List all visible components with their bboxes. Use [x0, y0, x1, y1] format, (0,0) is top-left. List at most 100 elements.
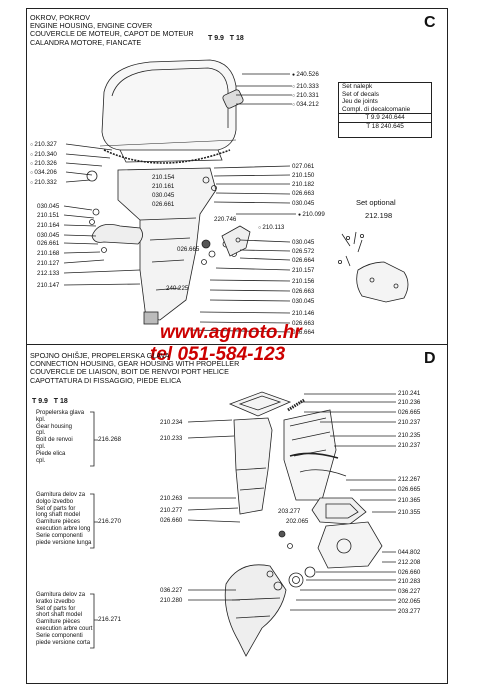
kit3-line: execution arbre court: [36, 625, 93, 632]
callout-c-l4: 034.206: [30, 169, 56, 177]
callout-d-r3: 026.665: [398, 409, 421, 416]
callout-c-r14: 210.157: [292, 267, 315, 274]
callout-c-l5: 210.332: [30, 179, 56, 187]
panel-c-title-4: CALANDRA MOTORE, FIANCATE: [30, 37, 142, 47]
callout-c-l11: 210.168: [37, 250, 60, 257]
callout-d-l2: 210.233: [160, 435, 183, 442]
panel-d-title-2: CONNECTION HOUSING, GEAR HOUSING WITH PR…: [30, 359, 240, 369]
callout-c-m1: 210.154: [152, 174, 175, 181]
kit1-line: cpl.: [36, 443, 46, 450]
callout-c-026665: 026.665: [177, 246, 200, 253]
callout-c-m3: 030.045: [152, 192, 175, 199]
callout-c-210113: 210.113: [258, 224, 284, 232]
callout-c-240225: 240.225: [166, 285, 189, 292]
callout-c-r20: 026.664: [292, 329, 315, 336]
watermark-phone: tel 051-584-123: [150, 344, 286, 365]
callout-c-r17: 030.045: [292, 298, 315, 305]
callout-c-r10: 210.099: [298, 211, 324, 219]
kit2-line: Garnitura delov za: [36, 492, 86, 498]
callout-c-r13: 026.664: [292, 257, 315, 264]
panel-divider: [26, 344, 448, 345]
kit3-line: Set of parts for: [36, 605, 76, 612]
legend-row-t18: T 18 240.645: [339, 121, 431, 131]
kit1-line: Gear housing: [36, 423, 73, 430]
kit3-line: piede versione corta: [36, 639, 91, 646]
callout-c-l3: 210.326: [30, 160, 56, 168]
callout-d-r10: 210.355: [398, 509, 421, 516]
legend-line-3: Jeu de joints: [342, 98, 378, 106]
kit2-line: dolgo izvedbo: [36, 498, 74, 505]
callout-c-l7: 210.151: [37, 212, 60, 219]
callout-c-l14: 210.147: [37, 282, 60, 289]
callout-c-r2: 210.333: [292, 83, 318, 91]
decal-set-legend: Set nalepk Set of decals Jeu de joints C…: [338, 82, 432, 138]
callout-c-r19: 026.663: [292, 320, 315, 327]
callout-d-r6: 210.237: [398, 442, 421, 449]
callout-c-220746: 220.746: [214, 216, 237, 223]
kit2-line: long shaft model: [36, 512, 81, 519]
callout-c-m2: 210.161: [152, 183, 175, 190]
kit3-line: Garnitura delov za: [36, 592, 86, 598]
callout-c-l13: 212.133: [37, 270, 60, 277]
panel-c-letter: C: [424, 14, 436, 31]
callout-c-r18: 210.146: [292, 310, 315, 317]
panel-c-title-3: COUVERCLE DE MOTEUR, CAPOT DE MOTEUR: [30, 29, 194, 39]
kit1-line: cpl.: [36, 430, 46, 437]
kit1-line: Piede elica: [36, 450, 66, 457]
panel-d-title-4: CAPOTTATURA DI FISSAGGIO, PIEDE ELICA: [30, 375, 182, 385]
callout-c-l8: 210.164: [37, 222, 60, 229]
callout-d-r16: 202.065: [398, 598, 421, 605]
callout-d-l6: 036.227: [160, 587, 183, 594]
kit-gear-housing: Propelerska glava kpl. Gear housing cpl.…: [36, 410, 84, 464]
callout-c-r3: 210.331: [292, 92, 318, 100]
panel-c-models: T 9.9 T 18: [208, 35, 244, 42]
legend-line-4: Compl. di decalcomanie: [342, 105, 411, 113]
callout-d-r13: 026.660: [398, 569, 421, 576]
callout-d-l3: 210.263: [160, 495, 183, 502]
callout-c-r1: 240.526: [292, 71, 318, 79]
legend-line-2: Set of decals: [342, 90, 379, 98]
callout-c-r6: 210.150: [292, 172, 315, 179]
panel-d-title-1: SPOJNO OHIŠJE, PROPELERSKA GLAVA: [30, 351, 170, 360]
panel-d-title-3: COUVERCLE DE LIAISON, BOIT DE RENVOI POR…: [30, 367, 229, 377]
panel-d-header: SPOJNO OHIŠJE, PROPELERSKA GLAVA CONNECT…: [30, 351, 240, 385]
legend-line-1: Set nalepk: [342, 83, 373, 90]
callout-c-r7: 210.182: [292, 181, 315, 188]
callout-d-r4: 210.237: [398, 419, 421, 426]
callout-d-m1: 203.277: [278, 508, 301, 515]
callout-d-r9: 210.365: [398, 497, 421, 504]
callout-d-r7: 212.267: [398, 476, 421, 483]
kit3-line: Serie componenti: [36, 632, 83, 639]
callout-c-r5: 027.061: [292, 163, 315, 170]
callout-d-l5: 026.660: [160, 517, 183, 524]
callout-d-r14: 210.283: [398, 578, 421, 585]
callout-c-m4: 026.661: [152, 201, 175, 208]
set-optional-label: Set optional: [356, 198, 396, 207]
panel-d-letter: D: [424, 350, 436, 367]
kit-long-shaft-no: 216.270: [98, 518, 122, 525]
callout-c-l12: 210.127: [37, 260, 60, 267]
kit1-line: cpl.: [36, 457, 46, 464]
callout-d-r15: 036.227: [398, 588, 421, 595]
callout-c-r12: 026.572: [292, 248, 315, 255]
callout-d-r11: 044.802: [398, 549, 421, 556]
callout-d-r2: 210.236: [398, 399, 421, 406]
callout-d-m2: 202.065: [286, 518, 309, 525]
kit2-line: piede versione lunga: [36, 539, 92, 546]
callout-d-l7: 210.280: [160, 597, 183, 604]
callout-c-l1: 210.327: [30, 141, 56, 149]
callout-d-r8: 026.665: [398, 486, 421, 493]
callout-c-r9: 030.045: [292, 200, 315, 207]
callout-d-l4: 210.277: [160, 507, 183, 514]
callout-d-r1: 210.241: [398, 390, 421, 397]
callout-c-l10: 026.661: [37, 240, 60, 247]
kit3-line: Garniture pièces: [36, 619, 81, 626]
callout-d-r12: 212.208: [398, 559, 421, 566]
callout-c-r4: 034.212: [292, 101, 318, 109]
callout-c-l6: 030.045: [37, 203, 60, 210]
legend-row-t99: T 9.9 240.644: [339, 113, 431, 122]
page-frame: [26, 8, 448, 684]
kit1-line: kpl.: [36, 416, 46, 423]
panel-c-title-1: OKROV, POKROV: [30, 13, 91, 22]
callout-c-r11: 030.045: [292, 239, 315, 246]
